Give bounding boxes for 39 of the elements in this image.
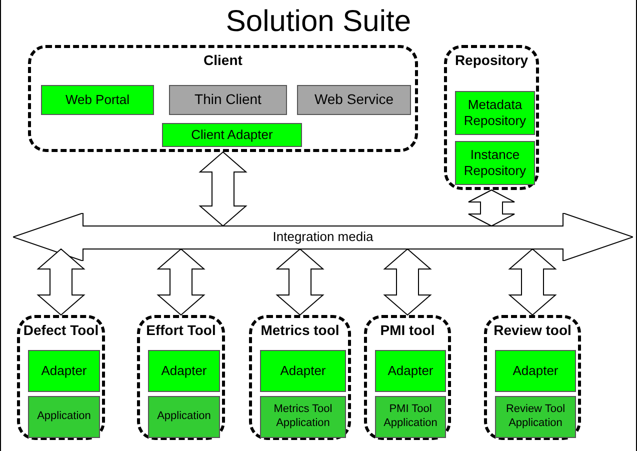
group-container [444, 45, 539, 190]
double-arrow [508, 248, 557, 316]
double-arrow [468, 189, 515, 227]
component-box: Client Adapter [162, 123, 302, 147]
title: Solution Suite [226, 4, 412, 40]
component-box: Web Service [297, 85, 411, 115]
node-label: Review tool [494, 322, 572, 340]
component-box: Adapter [375, 350, 446, 392]
node-label: Effort Tool [146, 322, 216, 340]
double-arrow [36, 248, 86, 316]
group-container [484, 315, 581, 440]
group-container [137, 315, 225, 440]
component-box: Web Portal [41, 85, 154, 115]
component-box: Adapter [28, 350, 100, 392]
double-arrow [383, 248, 432, 316]
component-box: Metrics Tool Application [260, 396, 346, 438]
double-arrow [276, 248, 324, 316]
component-box: Adapter [148, 350, 220, 392]
group-container [28, 45, 418, 152]
double-arrow [156, 248, 206, 316]
component-box: Thin Client [169, 85, 287, 115]
node-label: Integration media [272, 229, 374, 244]
double-arrow [198, 151, 248, 227]
component-box: Application [28, 396, 100, 438]
component-box: PMI Tool Application [375, 396, 446, 438]
component-box: Review Tool Application [495, 396, 576, 438]
component-box: Instance Repository [455, 141, 535, 185]
node-label: Defect Tool [23, 322, 99, 340]
node-label: Client [204, 52, 242, 70]
component-box: Metadata Repository [455, 91, 535, 135]
component-box: Application [148, 396, 220, 438]
node-label: Metrics tool [260, 322, 340, 340]
component-box: Adapter [260, 350, 346, 392]
group-container [249, 315, 351, 440]
component-box: Adapter [495, 350, 576, 392]
group-container [17, 315, 105, 440]
group-container [364, 315, 451, 440]
node-label: PMI tool [380, 322, 435, 340]
node-label: Repository [454, 52, 528, 70]
